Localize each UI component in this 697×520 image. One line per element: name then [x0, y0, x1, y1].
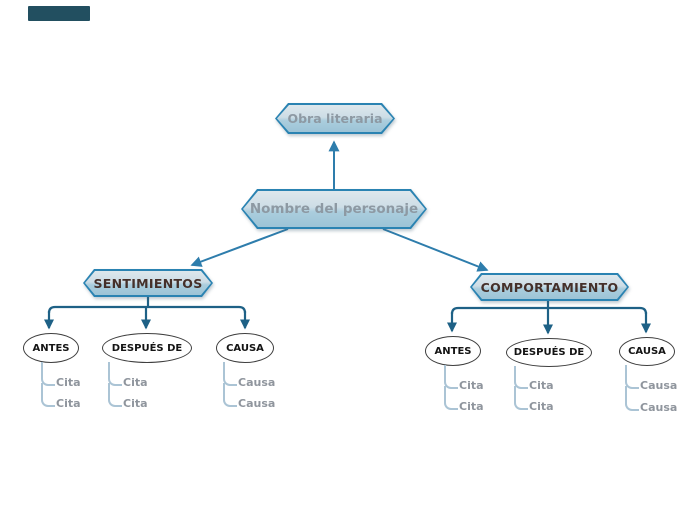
item-connector	[108, 383, 122, 407]
node-nombre-del-personaje[interactable]: Nombre del personaje	[241, 189, 427, 229]
item-cita[interactable]: Cita	[529, 379, 554, 392]
arrow-main-to-comportamiento	[382, 228, 489, 272]
hexagon-fill	[85, 271, 211, 295]
arrow-main-to-sentimientos	[190, 228, 289, 267]
node-causa-left[interactable]: CAUSA	[216, 333, 274, 363]
node-label: SENTIMIENTOS	[93, 275, 203, 291]
node-despues-right[interactable]: DESPUÉS DE	[506, 338, 592, 367]
hexagon-fill	[472, 275, 627, 299]
item-connector	[41, 383, 55, 407]
item-cita[interactable]: Cita	[459, 379, 484, 392]
item-connector	[625, 386, 639, 411]
node-label: COMPORTAMIENTO	[480, 279, 619, 295]
item-cita[interactable]: Cita	[56, 397, 81, 410]
item-cita[interactable]: Cita	[123, 376, 148, 389]
node-obra-literaria[interactable]: Obra literaria	[275, 103, 395, 134]
node-antes-right[interactable]: ANTES	[425, 336, 481, 366]
node-causa-right[interactable]: CAUSA	[619, 337, 675, 366]
node-label: Nombre del personaje	[249, 201, 419, 217]
item-causa[interactable]: Causa	[640, 401, 678, 414]
item-causa[interactable]: Causa	[238, 397, 276, 410]
node-comportamiento[interactable]: COMPORTAMIENTO	[470, 273, 629, 301]
item-connector	[223, 383, 237, 407]
top-left-dark-bar	[28, 6, 90, 21]
item-cita[interactable]: Cita	[459, 400, 484, 413]
node-label: Obra literaria	[287, 111, 383, 126]
item-cita[interactable]: Cita	[123, 397, 148, 410]
item-cita[interactable]: Cita	[56, 376, 81, 389]
item-causa[interactable]: Causa	[238, 376, 276, 389]
item-connector	[444, 386, 458, 410]
item-connector	[514, 386, 528, 410]
item-causa[interactable]: Causa	[640, 379, 678, 392]
node-despues-left[interactable]: DESPUÉS DE	[102, 333, 192, 363]
hexagon-fill	[243, 191, 425, 227]
node-antes-left[interactable]: ANTES	[23, 333, 79, 363]
node-sentimientos[interactable]: SENTIMIENTOS	[83, 269, 213, 297]
item-cita[interactable]: Cita	[529, 400, 554, 413]
hexagon-fill	[277, 105, 393, 132]
